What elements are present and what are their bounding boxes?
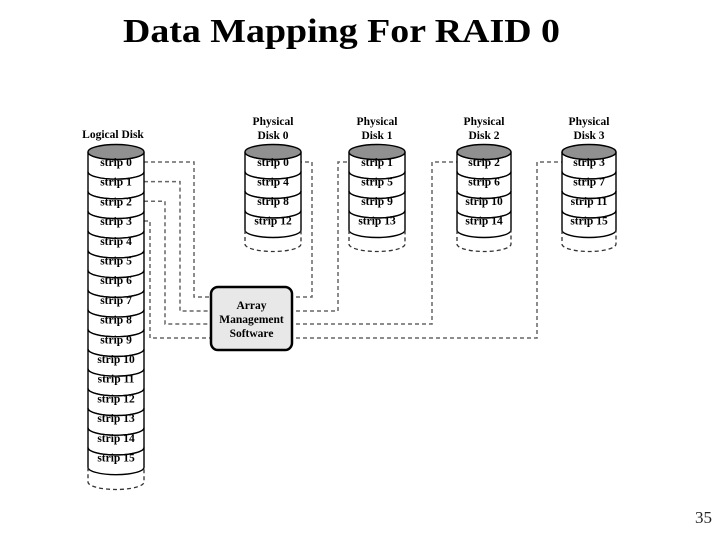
strip-label: strip 0	[100, 157, 132, 169]
strip-label: strip 14	[465, 216, 503, 228]
strip-label: strip 6	[468, 177, 500, 189]
cylinder-top-ellipse	[456, 143, 512, 161]
cylinder-band	[244, 210, 302, 239]
array-management-box: Array Management Software	[209, 285, 294, 352]
physical-disk-label: Disk 0	[258, 130, 289, 142]
cylinder-top-ellipse	[561, 143, 617, 161]
physical-disk-2: Physical Disk 2 strip 2 strip 6 strip 10…	[456, 116, 512, 253]
physical-disk-label: Physical	[464, 116, 505, 128]
array-management-box-shape	[209, 285, 294, 352]
logical-disk-strips	[87, 151, 145, 476]
strip-label: strip 2	[468, 157, 500, 169]
connectors	[144, 161, 562, 339]
physical-disk-label: Physical	[569, 116, 610, 128]
physical-disk-label: Physical	[357, 116, 398, 128]
cylinder-continuation	[456, 230, 512, 253]
cylinder-top-ellipse	[348, 143, 406, 161]
strip-label: strip 11	[571, 196, 608, 208]
connector-physical-disk1	[289, 161, 349, 312]
connector-logical-strip3	[144, 220, 214, 339]
array-box-label: Array	[236, 300, 266, 312]
strip-label: strip 7	[100, 295, 132, 307]
strip-label: strip 3	[573, 157, 605, 169]
cylinder-band	[87, 447, 145, 476]
strip-label: strip 12	[97, 393, 135, 405]
strip-label: strip 4	[100, 236, 132, 248]
connector-physical-disk2	[289, 161, 457, 325]
strip-label: strip 13	[358, 216, 396, 228]
strip-label: strip 10	[97, 354, 135, 366]
cylinder-continuation	[561, 230, 617, 253]
strip-label: strip 6	[100, 275, 132, 287]
connector-physical-disk3	[289, 161, 562, 339]
strip-label: strip 7	[573, 177, 605, 189]
physical-disk-label: Physical	[253, 116, 294, 128]
strip-label: strip 14	[97, 433, 135, 445]
strip-label: strip 1	[361, 157, 393, 169]
physical-disk-3: Physical Disk 3 strip 3 strip 7 strip 11…	[561, 116, 617, 253]
array-box-label: Management	[219, 314, 284, 326]
logical-disk: Logical Disk strip 0 strip 1 strip 2	[82, 129, 145, 491]
cylinder-top-ellipse	[87, 143, 145, 161]
strip-label: strip 3	[100, 216, 132, 228]
strip-label: strip 8	[257, 196, 289, 208]
cylinder-continuation	[87, 467, 145, 491]
strip-label: strip 9	[361, 196, 393, 208]
cylinder-top-ellipse	[244, 143, 302, 161]
strip-label: strip 10	[465, 196, 503, 208]
strip-label: strip 15	[570, 216, 608, 228]
strip-label: strip 1	[100, 177, 132, 189]
connector-logical-strip1	[144, 180, 214, 312]
logical-disk-strip-labels: strip 0 strip 1 strip 2 strip 3 strip 4 …	[97, 157, 135, 465]
page-number: 35	[695, 508, 712, 527]
strip-label: strip 11	[98, 374, 135, 386]
logical-disk-label: Logical Disk	[82, 129, 144, 141]
connector-physical-disk0	[289, 161, 313, 298]
strip-label: strip 2	[100, 196, 132, 208]
strip-label: strip 9	[100, 334, 132, 346]
strip-label: strip 12	[254, 216, 292, 228]
physical-disk-label: Disk 1	[362, 130, 393, 142]
page-title: Data Mapping For RAID 0	[123, 13, 560, 50]
cylinder-band	[348, 210, 406, 239]
cylinder-continuation	[348, 230, 406, 253]
physical-disk-label: Disk 3	[574, 130, 605, 142]
physical-disk-label: Disk 2	[469, 130, 500, 142]
strip-label: strip 0	[257, 157, 289, 169]
strip-label: strip 4	[257, 177, 289, 189]
connector-logical-strip0	[144, 161, 214, 298]
strip-label: strip 5	[100, 256, 132, 268]
strip-label: strip 5	[361, 177, 393, 189]
cylinder-continuation	[244, 230, 302, 253]
strip-label: strip 8	[100, 315, 132, 327]
strip-label: strip 13	[97, 413, 135, 425]
physical-disk-0: Physical Disk 0 strip 0 strip 4 strip 8 …	[244, 116, 302, 253]
connector-logical-strip2	[144, 200, 214, 325]
strip-label: strip 15	[97, 453, 135, 465]
physical-disk-1: Physical Disk 1 strip 1 strip 5 strip 9 …	[348, 116, 406, 253]
array-box-label: Software	[230, 328, 274, 340]
